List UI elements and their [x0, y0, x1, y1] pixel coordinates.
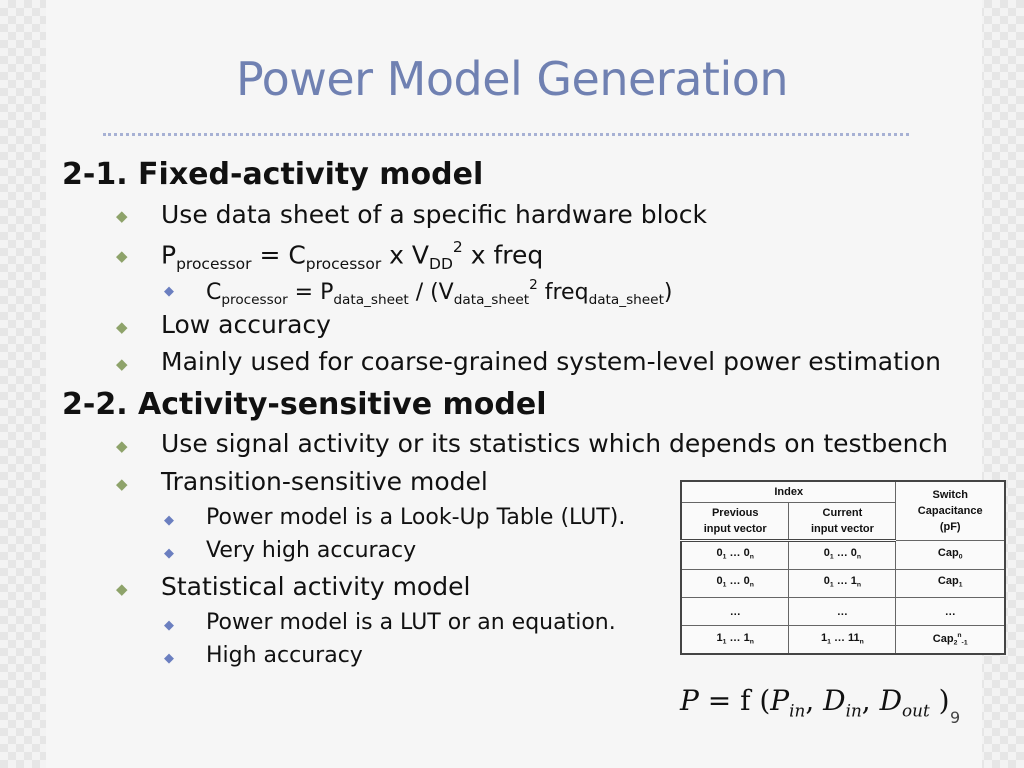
- eq-subscript: processor: [176, 255, 252, 274]
- diamond-bullet-icon: ◆: [116, 318, 128, 336]
- eq-subscript: data_sheet: [588, 291, 664, 308]
- eq-subscript: processor: [305, 255, 382, 274]
- table-cell-prev: 11 … 1n: [680, 625, 790, 655]
- table-cell-prev: …: [680, 597, 790, 626]
- section-heading-fixed-activity: 2-1. Fixed-activity model: [62, 157, 484, 192]
- header-index: Index: [680, 480, 897, 503]
- formula-text: P: [770, 684, 790, 717]
- bullet-signal-activity: Use signal activity or its statistics wh…: [161, 429, 949, 458]
- subbullet-high-accuracy: High accuracy: [206, 643, 363, 668]
- subbullet-lut: Power model is a Look-Up Table (LUT).: [206, 505, 626, 530]
- eq-subscript: data_sheet: [453, 291, 530, 308]
- subbullet-capacitance-equation: Cprocessor = Pdata_sheet / (Vdata_sheet2…: [206, 277, 673, 308]
- eq-text: x freq: [462, 240, 544, 270]
- eq-superscript: 2: [529, 277, 538, 293]
- formula-subscript: in: [845, 700, 862, 721]
- eq-subscript: data_sheet: [333, 291, 409, 308]
- table-cell-curr: 11 … 11n: [788, 625, 897, 655]
- eq-subscript: DD: [429, 255, 453, 274]
- eq-text: / (V: [408, 280, 454, 306]
- formula-text: = f (: [698, 684, 771, 717]
- subbullet-lut-or-equation: Power model is a LUT or an equation.: [206, 610, 616, 635]
- formula-text: ,: [805, 684, 824, 717]
- table-cell-curr: …: [788, 597, 897, 626]
- formula-text: P: [680, 684, 699, 717]
- header-text: input vector: [703, 523, 767, 535]
- diamond-bullet-icon: ◆: [116, 475, 128, 493]
- header-switch-capacitance: Switch Capacitance (pF): [895, 480, 1006, 541]
- eq-superscript: 2: [452, 238, 463, 256]
- header-current-input: Current input vector: [788, 502, 897, 542]
- formula-subscript: in: [789, 700, 806, 721]
- bullet-low-accuracy: Low accuracy: [161, 310, 331, 339]
- header-text: Switch: [932, 489, 968, 501]
- power-formula: P = f (Pin, Din, Dout ): [680, 684, 950, 721]
- eq-text: freq: [537, 280, 589, 306]
- table-cell-prev: 01 … 0n: [680, 569, 790, 598]
- subbullet-very-high-accuracy: Very high accuracy: [206, 538, 417, 563]
- eq-text: = C: [251, 240, 306, 270]
- table-cell-prev: 01 … 0n: [680, 540, 790, 570]
- diamond-bullet-icon: ◆: [116, 437, 128, 455]
- diamond-bullet-icon: ◆: [116, 580, 128, 598]
- eq-text: P: [161, 240, 177, 270]
- eq-text: ): [663, 280, 673, 306]
- page-number: 9: [950, 708, 961, 727]
- table-cell-cap: …: [895, 597, 1006, 626]
- table-cell-curr: 01 … 1n: [788, 569, 897, 598]
- bullet-coarse-grained: Mainly used for coarse-grained system-le…: [161, 347, 942, 376]
- bullet-statistical: Statistical activity model: [161, 572, 471, 601]
- header-text: Previous: [711, 507, 759, 519]
- lut-table: Index Switch Capacitance (pF) Previous i…: [680, 480, 1006, 656]
- bullet-power-equation: Pprocessor = Cprocessor x VDD2 x freq: [161, 238, 543, 273]
- eq-text: C: [206, 280, 222, 306]
- title-divider: [103, 133, 909, 136]
- table-cell-cap: Cap2n-1: [895, 625, 1006, 655]
- header-previous-input: Previous input vector: [680, 502, 790, 542]
- diamond-bullet-icon: ◆: [116, 355, 128, 373]
- formula-text: D: [823, 684, 846, 717]
- bullet-data-sheet: Use data sheet of a specific hardware bl…: [161, 200, 708, 229]
- table-cell-cap: Cap0: [895, 540, 1006, 570]
- section-heading-activity-sensitive: 2-2. Activity-sensitive model: [62, 387, 547, 422]
- diamond-bullet-icon: ◆: [116, 207, 128, 225]
- header-text: Current: [822, 507, 863, 519]
- header-text: Capacitance: [917, 505, 983, 517]
- eq-text: = P: [287, 280, 334, 306]
- diamond-subbullet-icon: ◆: [164, 651, 174, 666]
- table-cell-curr: 01 … 0n: [788, 540, 897, 570]
- table-cell-cap: Cap1: [895, 569, 1006, 598]
- diamond-subbullet-icon: ◆: [164, 513, 174, 528]
- eq-text: x V: [381, 240, 430, 270]
- diamond-subbullet-icon: ◆: [164, 284, 174, 299]
- header-text: (pF): [939, 521, 961, 533]
- formula-text: ): [929, 684, 950, 717]
- table-row: ………: [680, 597, 1006, 626]
- slide-title: Power Model Generation: [235, 52, 789, 106]
- diamond-subbullet-icon: ◆: [164, 618, 174, 633]
- eq-subscript: processor: [221, 291, 288, 308]
- formula-text: D: [879, 684, 903, 717]
- formula-subscript: out: [902, 700, 930, 721]
- diamond-subbullet-icon: ◆: [164, 546, 174, 561]
- header-text: input vector: [810, 523, 874, 535]
- bullet-transition-sensitive: Transition-sensitive model: [161, 467, 488, 496]
- formula-text: ,: [861, 684, 880, 717]
- diamond-bullet-icon: ◆: [116, 247, 128, 265]
